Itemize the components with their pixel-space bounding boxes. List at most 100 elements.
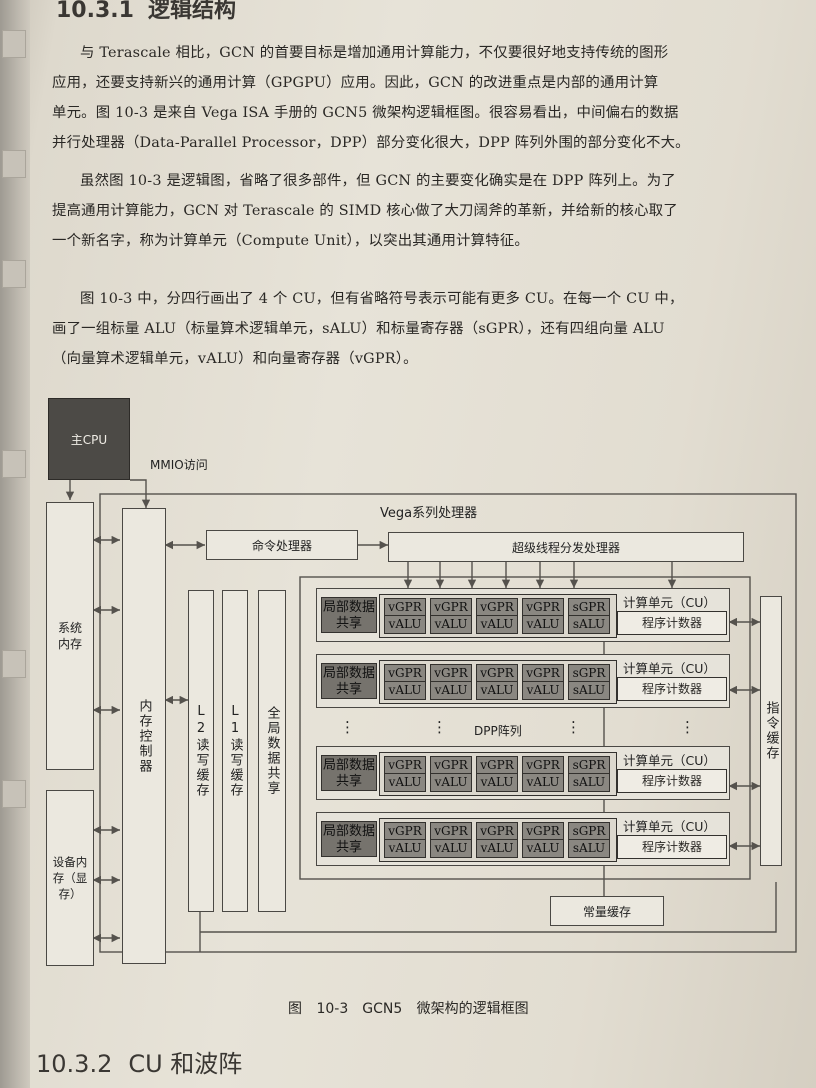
local-data-share: 局部数据共享	[321, 663, 377, 699]
dpp-array-frame	[299, 576, 751, 880]
vgpr-label: vGPR	[431, 599, 471, 616]
sgpr-label: sGPR	[569, 665, 609, 682]
host-cpu-box: 主CPU	[48, 398, 130, 480]
local-data-share: 局部数据共享	[321, 755, 377, 791]
vgpr-label: vGPR	[431, 823, 471, 840]
page-tab	[2, 150, 26, 178]
paragraph-1: 与 Terascale 相比，GCN 的首要目标是增加通用计算能力，不仅要很好地…	[52, 38, 804, 158]
program-counter: 程序计数器	[617, 611, 727, 635]
next-section-heading: 10.3.2 CU 和波阵	[36, 1044, 242, 1079]
text-line: 与 Terascale 相比，GCN 的首要目标是增加通用计算能力，不仅要很好地…	[80, 45, 669, 61]
command-processor-label: 命令处理器	[251, 538, 312, 553]
ellipsis-mark: ⋮	[432, 718, 447, 736]
valu-label: vALU	[434, 775, 468, 789]
processor-frame	[99, 493, 797, 953]
vgpr-label: vGPR	[523, 665, 563, 682]
next-section-number: 10.3.2	[36, 1050, 113, 1078]
section-title: 逻辑结构	[147, 0, 236, 23]
sgpr-label: sGPR	[569, 823, 609, 840]
next-section-title: CU 和波阵	[128, 1050, 243, 1078]
global-data-share-box: 全局数据共享	[258, 590, 286, 912]
program-counter: 程序计数器	[617, 677, 727, 701]
page-tab	[2, 260, 26, 288]
memory-controller-label: 内存控制器	[136, 698, 152, 774]
text-line: 应用，还要支持新兴的通用计算（GPGPU）应用。因此，GCN 的改进重点是内部的…	[52, 75, 659, 91]
vgpr-label: vGPR	[385, 599, 425, 616]
compute-unit-title: 计算单元（CU）	[623, 753, 716, 768]
page-tab	[2, 30, 26, 58]
vgpr-label: vGPR	[477, 665, 517, 682]
valu-label: vALU	[526, 775, 560, 789]
system-memory-label: 系统内存	[57, 621, 82, 651]
local-data-share: 局部数据共享	[321, 821, 377, 857]
global-data-share-label: 全局数据共享	[264, 706, 280, 796]
valu-label: vALU	[526, 617, 560, 631]
program-counter: 程序计数器	[617, 769, 727, 793]
valu-label: vALU	[388, 775, 422, 789]
figure-caption: 图 10-3 GCN5 微架构的逻辑框图	[288, 1001, 529, 1017]
page-tab	[2, 650, 26, 678]
vgpr-label: vGPR	[477, 757, 517, 774]
page-tab	[2, 450, 26, 478]
text-line: 单元。图 10-3 是来自 Vega ISA 手册的 GCN5 微架构逻辑框图。…	[52, 105, 679, 121]
mmio-label: MMIO访问	[150, 458, 208, 472]
page-tab	[2, 780, 26, 808]
text-line: 一个新名字，称为计算单元（Compute Unit），以突出其通用计算特征。	[52, 233, 530, 249]
ultra-thread-dispatcher-label: 超级线程分发处理器	[511, 540, 620, 555]
text-line: （向量算术逻辑单元，vALU）和向量寄存器（vGPR）。	[52, 351, 418, 367]
text-line: 画了一组标量 ALU（标量算术逻辑单元，sALU）和标量寄存器（sGPR），还有…	[52, 321, 665, 337]
valu-label: vALU	[480, 775, 514, 789]
ultra-thread-dispatcher-box: 超级线程分发处理器	[388, 532, 744, 562]
vgpr-label: vGPR	[431, 757, 471, 774]
valu-label: vALU	[434, 617, 468, 631]
system-memory-box: 系统内存	[46, 502, 94, 770]
salu-label: sALU	[572, 775, 606, 789]
l2-cache-box: L2读写缓存	[188, 590, 214, 912]
local-data-share: 局部数据共享	[321, 597, 377, 633]
section-number: 10.3.1	[56, 0, 134, 23]
program-counter: 程序计数器	[617, 835, 727, 859]
sgpr-label: sGPR	[569, 599, 609, 616]
l1-cache-box: L1读写缓存	[222, 590, 248, 912]
vgpr-label: vGPR	[477, 823, 517, 840]
adjacent-page-edge	[0, 0, 30, 1088]
dpp-array-label: DPP阵列	[474, 724, 522, 738]
valu-label: vALU	[480, 683, 514, 697]
salu-label: sALU	[572, 841, 606, 855]
vgpr-label: vGPR	[523, 757, 563, 774]
compute-unit-title: 计算单元（CU）	[623, 819, 716, 834]
host-cpu-label: 主CPU	[70, 432, 108, 447]
ellipsis-mark: ⋮	[340, 718, 355, 736]
ellipsis-mark: ⋮	[566, 718, 581, 736]
instruction-cache-label: 指令缓存	[763, 701, 779, 761]
valu-label: vALU	[526, 683, 560, 697]
text-line: 虽然图 10-3 是逻辑图，省略了很多部件，但 GCN 的主要变化确实是在 DP…	[80, 173, 676, 189]
compute-unit-title: 计算单元（CU）	[623, 661, 716, 676]
constant-cache-label: 常量缓存	[582, 904, 631, 919]
vgpr-label: vGPR	[385, 665, 425, 682]
compute-unit-title: 计算单元（CU）	[623, 595, 716, 610]
l2-cache-label: L2读写缓存	[193, 704, 209, 798]
valu-label: vALU	[526, 841, 560, 855]
vgpr-label: vGPR	[431, 665, 471, 682]
text-line: 并行处理器（Data-Parallel Processor，DPP）部分变化很大…	[52, 135, 690, 151]
memory-controller-box: 内存控制器	[122, 508, 166, 964]
